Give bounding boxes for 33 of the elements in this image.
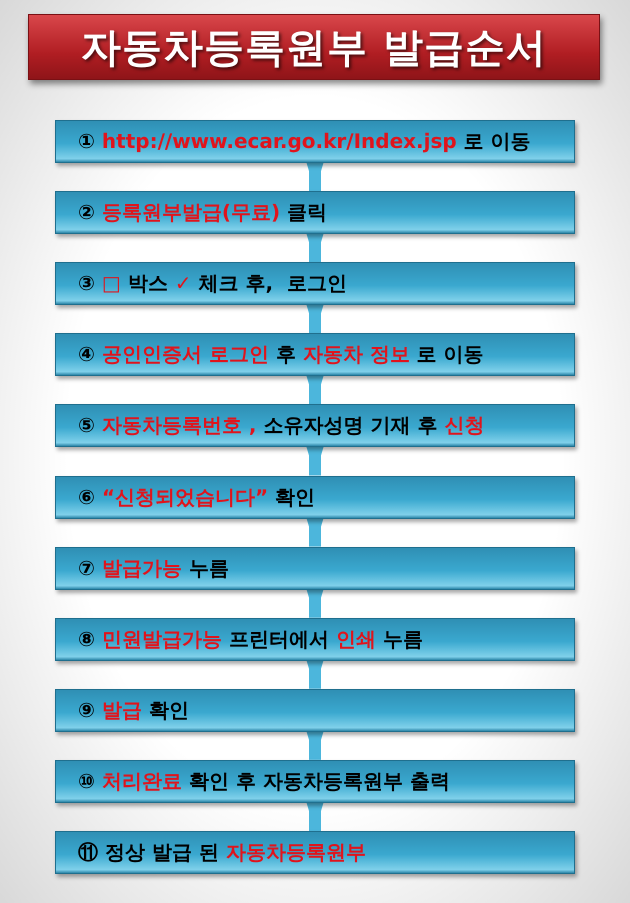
arrow (306, 232, 324, 262)
step-text: ⑨ 발급 확인 (78, 696, 189, 724)
step-box (55, 546, 575, 590)
step-box (55, 476, 575, 518)
arrow (306, 730, 324, 760)
step-text: ⑥ “신청되었습니다” 확인 (78, 484, 316, 510)
arrow (306, 446, 324, 476)
arrow (306, 588, 324, 618)
step-text: ① http://www.ecar.go.kr/Index.jsp 로 이동 (78, 128, 531, 155)
step-text: ⑩ 처리완료 확인 후 자동차등록원부 출력 (78, 768, 450, 795)
arrow (306, 516, 324, 547)
step-text: ⑪ 정상 발급 된 자동차등록원부 (78, 839, 366, 866)
step-box (55, 688, 575, 732)
step-box (55, 120, 575, 163)
step-text: ② 등록원부발급(무료) 클릭 (78, 199, 328, 226)
arrow (306, 801, 324, 831)
step-text: ③ □ 박스 ✓ 체크 후, 로그인 (78, 270, 347, 298)
arrow (306, 303, 324, 334)
arrow (306, 161, 324, 192)
step-text: ④ 공인인증서 로그인 후 자동차 정보 로 이동 (78, 341, 484, 368)
step-box (55, 618, 575, 661)
step-box (55, 760, 575, 803)
title-banner: 자동차등록원부 발급순서 (28, 14, 600, 80)
step-box (55, 191, 575, 234)
step-box (55, 831, 575, 874)
step-text: ⑦ 발급가능 누름 (78, 554, 229, 582)
step-box (55, 262, 575, 306)
step-text: ⑧ 민원발급가능 프린터에서 인쇄 누름 (78, 626, 423, 653)
step-text: ⑤ 자동차등록번호 , 소유자성명 기재 후 신청 (78, 412, 484, 440)
step-box (55, 404, 575, 448)
step-box (55, 333, 575, 376)
arrow (306, 374, 324, 404)
arrow (306, 658, 324, 689)
